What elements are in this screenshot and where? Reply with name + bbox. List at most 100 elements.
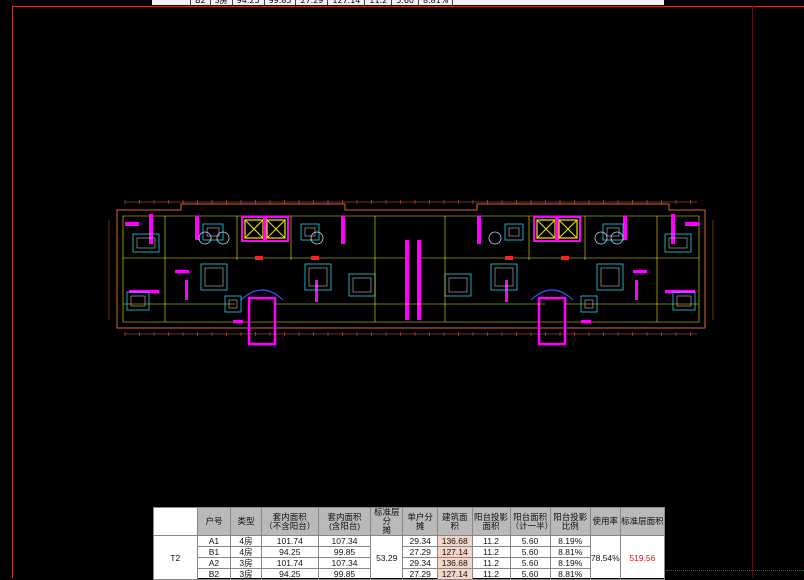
cell-type: 3房 <box>230 557 262 569</box>
cell-unit: A2 <box>196 557 232 569</box>
wall-8 <box>671 214 675 244</box>
cell-floor-share: 53.29 <box>369 535 404 580</box>
stair-core-0 <box>247 296 277 346</box>
wall-3 <box>341 216 345 244</box>
cell-area-ex: 94.25 <box>260 546 320 558</box>
cell-share: 29.34 <box>402 557 438 569</box>
top-table-cell: 3房 <box>209 0 233 5</box>
summary-header-cell: 套内面积（不含阳台） <box>260 507 320 536</box>
cell-area-ex: 101.74 <box>260 557 320 569</box>
elevator-cross-1 <box>266 219 286 239</box>
cell-ratio: 8.19% <box>549 535 591 547</box>
floor-plan-linework <box>108 200 714 346</box>
furniture-4 <box>200 263 228 291</box>
summary-header-cell: 阳台投影比例 <box>549 507 591 536</box>
wall-10 <box>129 290 159 293</box>
cell-area-in: 107.34 <box>318 535 371 547</box>
inner-outline <box>122 215 700 323</box>
wall-15 <box>665 290 695 293</box>
table-circle-3 <box>594 231 608 245</box>
furniture-7 <box>596 263 624 291</box>
summary-header-cell: 建筑面积 <box>436 507 473 536</box>
table-circle-0 <box>198 231 212 245</box>
elevator-1 <box>266 219 286 239</box>
furniture-inner-13 <box>676 295 692 307</box>
furniture-9 <box>602 223 624 241</box>
furniture-6 <box>490 263 518 291</box>
furniture-inner-5 <box>308 267 328 287</box>
furniture-inner-1 <box>206 227 220 237</box>
cell-balcony-half: 5.60 <box>509 557 551 569</box>
furniture-inner-10 <box>508 227 520 237</box>
cell-gross: 127.14 <box>436 546 473 558</box>
summary-header-cell: 阳台投影面积 <box>471 507 511 536</box>
furniture-inner-11 <box>668 237 688 249</box>
cell-share: 29.34 <box>402 535 438 547</box>
wall-7 <box>623 216 627 240</box>
cell-gross: 136.68 <box>436 557 473 569</box>
cell-area-in: 99.85 <box>318 546 371 558</box>
top-table-cell: 27.29 <box>295 0 329 5</box>
furniture-13 <box>672 291 696 311</box>
cell-share: 27.29 <box>402 546 438 558</box>
table-circle-1 <box>216 231 230 245</box>
drawing-frame-left <box>12 6 13 578</box>
elevator-wall-1 <box>263 216 289 242</box>
elevator-wall-2 <box>533 216 559 242</box>
top-table-cell: 127.14 <box>327 0 366 5</box>
cell-balcony-half: 5.60 <box>509 546 551 558</box>
furniture-11 <box>664 233 692 253</box>
wall-1 <box>149 214 153 244</box>
cell-share: 27.29 <box>402 568 438 580</box>
cell-ratio: 8.81% <box>549 546 591 558</box>
top-table-cell: 94.25 <box>231 0 265 5</box>
cell-gross: 136.68 <box>436 535 473 547</box>
wall-19 <box>633 270 647 273</box>
top-table-cell: 11.2 <box>364 0 393 5</box>
table-circle-4 <box>610 231 624 245</box>
wall-12 <box>315 280 318 302</box>
table-circle-2 <box>310 231 324 245</box>
tower-header-blank <box>153 507 198 536</box>
cell-floor-area: 519.56 <box>619 535 666 580</box>
marker-2 <box>505 256 513 260</box>
summary-header-row: 户号类型套内面积（不含阳台）套内面积(含阳台)标准层分摊单户分摊建筑面积阳台投影… <box>153 507 666 536</box>
wall-18 <box>175 270 189 273</box>
cell-balcony-half: 5.60 <box>509 535 551 547</box>
top-table-cell: 99.85 <box>263 0 297 5</box>
furniture-10 <box>504 223 524 241</box>
elevator-cross-3 <box>558 219 578 239</box>
top-table-cell: 5.60 <box>391 0 420 5</box>
furniture-12 <box>126 291 150 311</box>
cell-type: 4房 <box>230 546 262 558</box>
elevator-cross-0 <box>244 219 264 239</box>
summary-header-cell: 阳台面积（计一半） <box>509 507 553 536</box>
stair-arc-1 <box>530 289 574 301</box>
cell-ratio: 8.19% <box>549 557 591 569</box>
cell-unit: B1 <box>196 546 232 558</box>
elevator-3 <box>558 219 578 239</box>
furniture-inner-7 <box>600 267 620 287</box>
wall-4 <box>405 240 409 320</box>
furniture-inner-6 <box>494 267 514 287</box>
wall-14 <box>635 280 638 300</box>
summary-header-cell: 标准层面积 <box>619 507 666 536</box>
cell-balcony-proj: 11.2 <box>471 546 511 558</box>
elevator-wall-0 <box>241 216 267 242</box>
floor-plan-drawing[interactable] <box>105 200 717 350</box>
wall-9 <box>685 222 699 226</box>
cell-area-in: 107.34 <box>318 557 371 569</box>
marker-0 <box>255 256 263 260</box>
stair-core-1 <box>537 296 567 346</box>
wall-17 <box>581 320 591 323</box>
cell-usage-rate: 78.54% <box>589 535 621 580</box>
wall-2 <box>195 216 199 240</box>
elevator-cross-2 <box>536 219 556 239</box>
cell-area-ex: 101.74 <box>260 535 320 547</box>
